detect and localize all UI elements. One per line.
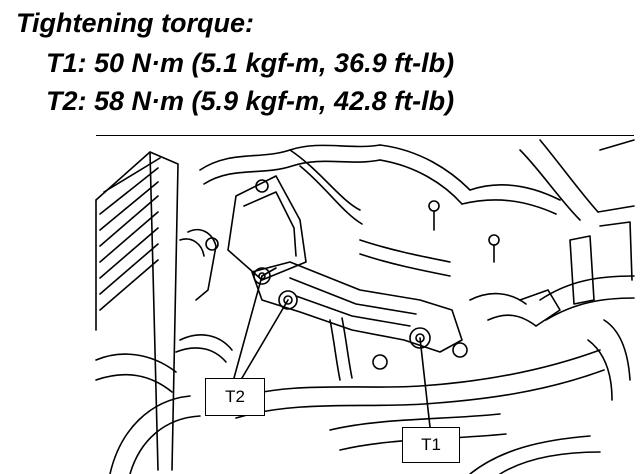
lower-left-hoses [95, 334, 233, 474]
torque-spec-t2: T2: 58 N·m (5.9 kgf-m, 42.8 ft-lb) [46, 86, 455, 116]
center-tubes [329, 239, 561, 381]
right-components [569, 221, 633, 401]
torque-heading: Tightening torque: [16, 8, 254, 38]
callout-t2-label: T2 [205, 378, 265, 416]
callout-t1-label: T1 [402, 427, 460, 463]
upper-pipes [199, 139, 635, 263]
header-divider [96, 135, 634, 136]
mounting-bracket [179, 175, 307, 301]
torque-spec-t1: T1: 50 N·m (5.1 kgf-m, 36.9 ft-lb) [46, 48, 455, 78]
air-cleaner-grille [95, 151, 179, 471]
engine-mount-link [251, 261, 468, 370]
callout-leaders [233, 267, 431, 428]
